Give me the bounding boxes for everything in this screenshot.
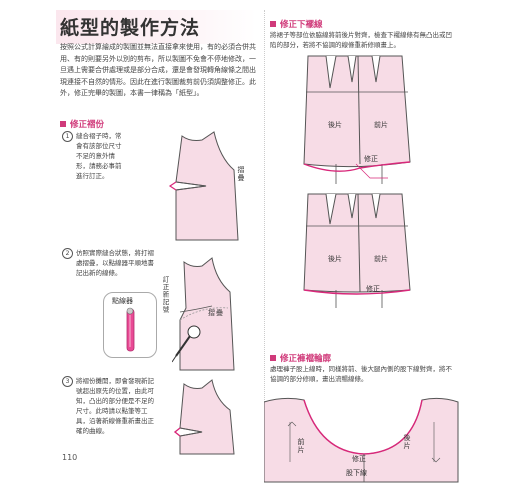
figure-folded-dart [172,257,235,371]
correct-label-2: 修正 [366,285,380,293]
step-3-text: 將褶份攤開，即會發現新記號超出原先的位置，由此可知，凸出的部分便是不足的尺寸。此… [76,377,154,435]
page-title: 紙型的製作方法 [60,17,201,39]
step-3-number: 3 [62,376,73,387]
back-piece-label-2: 後片 [328,255,342,263]
hem-description: 將裙子等部位依脇線將前後片對齊，檢查下襬線條有無凸出或凹陷的部分，若將不協調的線… [270,31,452,49]
back-piece-label-1: 後片 [328,121,342,129]
section-heading-crotch: 修正褲襠輪廓 [270,352,331,364]
step-1: 1 縫合褶子時，常會有該部位尺寸不足的意外情形，請務必事前進行訂正。 [62,131,122,181]
section-heading-crotch-label: 修正褲襠輪廓 [280,354,332,364]
figure-corrected-dart [173,379,235,455]
tracer-wheel-icon [126,307,135,352]
back-piece-label-3: 後片 [403,434,411,450]
inseam-label: 股下線 [346,469,367,477]
intro-paragraph: 按照公式計算繪成的製圖並無法直接拿來使用，有的必須合併共用、有的則要另外以別的剪… [60,43,256,97]
step-2-text: 仿照實際縫合狀態，將打褶處摺疊，以點線器平順地書記出新的線條。 [76,249,154,277]
fold-label-2: 摺疊 [208,309,224,317]
correction-mark-label: 訂正新記號 [161,276,169,314]
section-heading-hem-label: 修正下襬線 [280,20,323,30]
front-piece-label-1: 前片 [374,121,388,129]
step-1-number: 1 [62,131,73,142]
bullet-square-icon [270,355,276,361]
front-piece-label-3: 前片 [297,438,305,454]
page-number: 110 [62,453,78,462]
tracer-label: 點線器 [112,297,133,305]
step-1-text: 縫合褶子時，常會有該部位尺寸不足的意外情形，請務必事前進行訂正。 [76,132,122,180]
crotch-description: 處理褲子股上線時，同樣將前、後大腿內側的股下線對齊，將不協調的部分修順，畫出流暢… [270,365,452,383]
figure-skirt-before [303,55,411,184]
figure-skirt-flipped [303,193,411,308]
section-heading-dart: 修正褶份 [60,118,104,130]
step-3: 3 將褶份攤開，即會發現新記號超出原先的位置，由此可知，凸出的部分便是不足的尺寸… [62,376,154,436]
fold-label-1: 摺疊 [237,166,245,182]
front-piece-label-2: 前片 [374,255,388,263]
correct-label-1: 修正 [364,155,378,163]
step-2: 2 仿照實際縫合狀態，將打褶處摺疊，以點線器平順地書記出新的線條。 [62,248,158,296]
title-band [56,10,256,44]
step-2-number: 2 [62,248,73,259]
column-divider [264,10,265,480]
bullet-square-icon [270,21,276,27]
section-heading-dart-label: 修正褶份 [70,120,105,130]
tracer-inset: 點線器 [103,292,157,358]
bullet-square-icon [60,121,66,127]
section-heading-hem: 修正下襬線 [270,18,323,30]
figure-dart-bodice [168,131,239,241]
correct-label-3: 修正 [352,455,366,463]
figure-crotch-curve [264,397,459,483]
